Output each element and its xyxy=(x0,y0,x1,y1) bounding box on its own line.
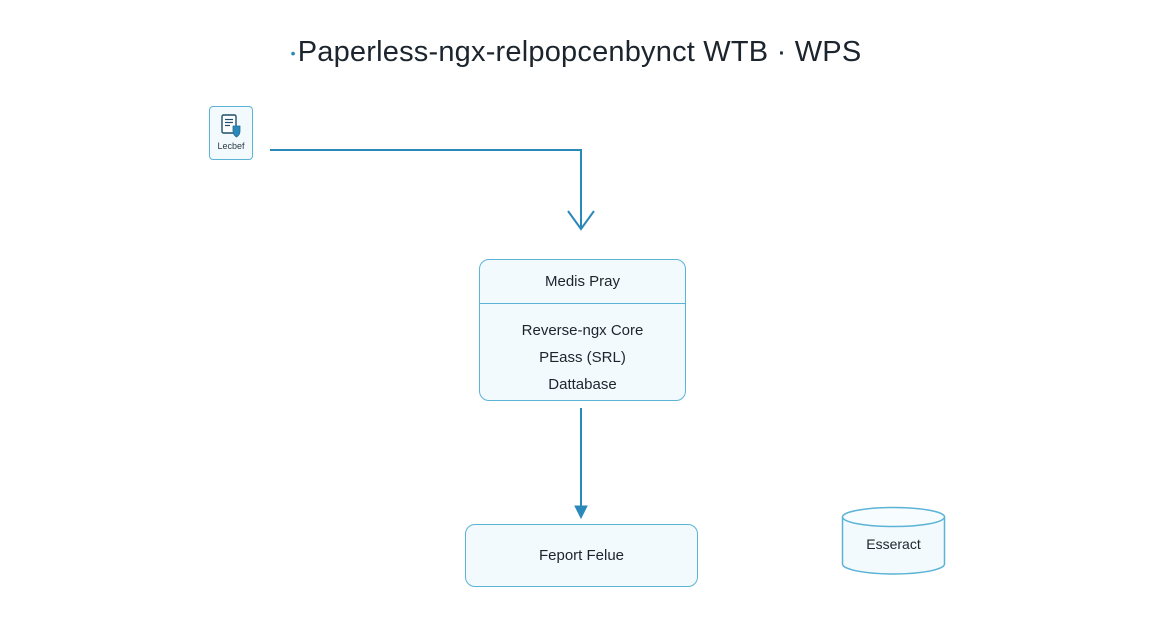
source-node: Lecbef xyxy=(209,106,253,160)
report-node: Feport Felue xyxy=(465,524,698,587)
media-node-lines: Reverse-ngx Core PEass (SRL) Dattabase xyxy=(480,304,685,398)
diagram-title-text: Paperless-ngx-relpopcenbynct WTB · WPS xyxy=(297,36,862,68)
media-node-line: Dattabase xyxy=(548,376,617,393)
source-node-label: Lecbef xyxy=(217,141,245,151)
media-node-line: Reverse-ngx Core xyxy=(521,322,644,339)
media-node: Medis Pray Reverse-ngx Core PEass (SRL) … xyxy=(479,259,686,401)
store-node-label: Esseract xyxy=(866,536,921,552)
edge-source-to-media xyxy=(270,149,582,228)
media-node-line: PEass (SRL) xyxy=(539,349,626,366)
document-shield-icon xyxy=(221,114,241,138)
diagram-title: •Paperless-ngx-relpopcenbynct WTB · WPS xyxy=(0,36,1152,69)
title-bullet-icon: • xyxy=(290,45,296,62)
media-node-header: Medis Pray xyxy=(480,260,685,304)
report-node-label: Feport Felue xyxy=(538,547,625,564)
arrowhead-source-to-media xyxy=(567,210,595,231)
arrowhead-media-to-report xyxy=(574,505,588,520)
store-node: Esseract xyxy=(841,506,946,576)
database-cylinder-icon xyxy=(841,506,946,575)
